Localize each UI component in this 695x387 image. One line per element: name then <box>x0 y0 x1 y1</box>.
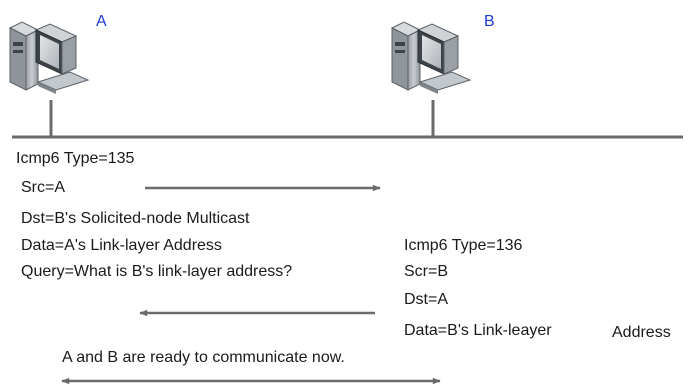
ns-dst: Dst=B's Solicited-node Multicast <box>21 210 250 227</box>
ns-icmp6-type: Icmp6 Type=135 <box>16 150 135 167</box>
na-src: Scr=B <box>404 263 449 280</box>
ready-message: A and B are ready to communicate now. <box>62 349 345 366</box>
node-a-label: A <box>96 13 107 30</box>
na-icmp6-type: Icmp6 Type=136 <box>404 237 523 254</box>
ns-data: Data=A's Link-layer Address <box>21 237 222 254</box>
ns-query: Query=What is B's link-layer address? <box>21 263 293 280</box>
desktop-computer-icon <box>390 21 472 94</box>
ns-src: Src=A <box>21 179 66 196</box>
na-data: Data=B's Link-leayer <box>404 322 552 339</box>
na-data-address: Address <box>612 324 671 341</box>
node-b-label: B <box>484 13 495 30</box>
desktop-computer-icon <box>8 21 90 94</box>
na-dst: Dst=A <box>404 291 449 308</box>
